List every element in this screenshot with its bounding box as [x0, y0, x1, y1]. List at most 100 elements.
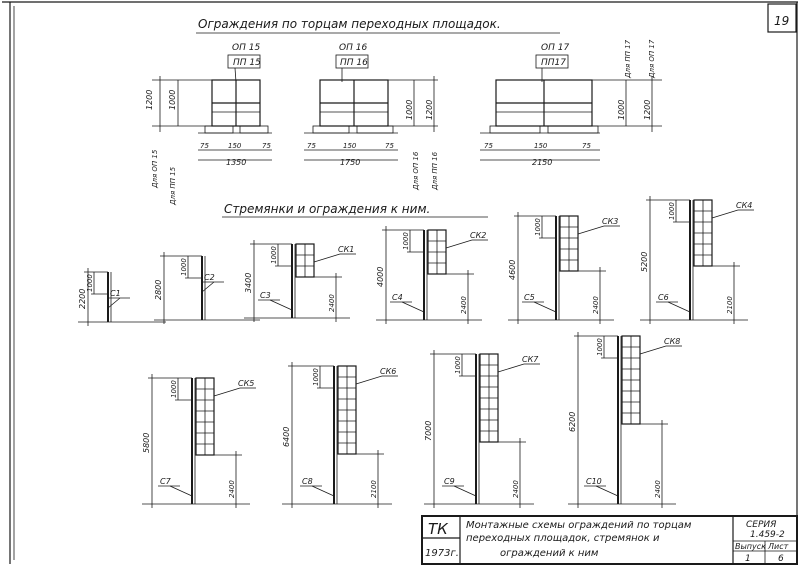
ck-leader — [497, 363, 525, 373]
dim-upper-2: 1000 — [405, 100, 414, 120]
width-1: 1350 — [226, 158, 246, 167]
c-leader — [169, 485, 193, 497]
c-leader — [201, 281, 215, 293]
ck-mark: СК3 — [602, 217, 618, 226]
top-dim: 1000 — [270, 246, 278, 264]
ck-mark: СК6 — [380, 367, 396, 376]
dim-total-3: 1200 — [643, 100, 652, 120]
for-pp-3: Для ПП 17 — [624, 39, 632, 79]
total-height: 7000 — [424, 421, 433, 441]
top-dim: 1000 — [454, 356, 462, 374]
total-height: 3400 — [244, 273, 253, 293]
c-mark: С5 — [524, 293, 535, 302]
top-dim: 1000 — [86, 274, 94, 292]
desc-line-3: ограждений к ним — [500, 548, 599, 559]
c-leader — [269, 299, 293, 311]
c-mark: С2 — [204, 273, 215, 282]
desc-line-2: переходных площадок, стремянок и — [466, 533, 660, 544]
rail-mark-1: ПП 15 — [233, 58, 261, 68]
guards-title-text: Ограждения по торцам переходных площадок… — [198, 17, 501, 31]
for-op-1: Для ОП 15 — [151, 149, 159, 189]
c-leader — [453, 485, 477, 497]
total-height: 6200 — [568, 412, 577, 432]
c-mark: С9 — [444, 477, 455, 486]
top-dim: 1000 — [596, 338, 604, 356]
seg-mid-1: 150 — [228, 142, 242, 150]
series-label: СЕРИЯ — [746, 520, 776, 530]
total-height: 5200 — [640, 252, 649, 272]
c-mark: С1 — [110, 289, 121, 298]
bottom-dim: 2400 — [328, 294, 336, 312]
desc-line-1: Монтажные схемы ограждений по торцам — [466, 520, 692, 531]
c-mark: С7 — [160, 477, 172, 486]
ck-mark: СК5 — [238, 379, 254, 388]
bottom-dim: 2400 — [228, 480, 236, 498]
year: 1973г. — [425, 548, 459, 559]
seg-mid-2: 150 — [343, 142, 357, 150]
ck-leader — [355, 375, 383, 385]
top-dim: 1000 — [312, 368, 320, 386]
ck-leader — [445, 239, 473, 249]
ck-leader — [213, 387, 241, 397]
c-leader — [667, 301, 691, 313]
dim-total-1: 1200 — [145, 90, 154, 110]
width-3: 2150 — [532, 158, 552, 167]
seg-left-2: 75 — [307, 142, 316, 150]
seg-left-3: 75 — [484, 142, 493, 150]
issue-label: Выпуск — [735, 542, 766, 551]
c-mark: С3 — [260, 291, 271, 300]
c-mark: С6 — [658, 293, 669, 302]
for-pp-1: Для ПП 15 — [169, 166, 177, 206]
total-height: 4000 — [376, 267, 385, 287]
platform-guard-1: ОП 15 ПП 15 75 150 75 1350 1200 1000 Для… — [145, 43, 272, 206]
rail-mark-3: ПП17 — [541, 58, 566, 68]
c-mark: С4 — [392, 293, 403, 302]
top-dim: 1000 — [170, 380, 178, 398]
platform-guard-3: ОП 17 ПП17 75 150 75 2150 1000 1200 Для … — [480, 39, 662, 167]
bottom-dim: 2400 — [512, 480, 520, 498]
issue-value: 1 — [745, 554, 751, 564]
seg-right-1: 75 — [262, 142, 271, 150]
ck-leader — [639, 345, 667, 355]
bottom-dim: 2100 — [726, 296, 734, 314]
c-mark: С10 — [586, 477, 602, 486]
sheet-number-box: 19 — [767, 3, 797, 33]
bottom-dim: 2100 — [370, 480, 378, 498]
seg-mid-3: 150 — [534, 142, 548, 150]
dim-upper-3: 1000 — [617, 100, 626, 120]
top-dim: 1000 — [180, 258, 188, 276]
sheet-value: 6 — [778, 554, 784, 564]
total-height: 6400 — [282, 427, 291, 447]
seg-right-3: 75 — [582, 142, 591, 150]
top-dim: 1000 — [402, 232, 410, 250]
c-leader — [401, 301, 425, 313]
org-code: ТК — [428, 520, 449, 538]
rail-mark-2: ПП 16 — [340, 58, 368, 68]
ladders-title-text: Стремянки и ограждения к ним. — [224, 202, 430, 216]
dim-upper-1: 1000 — [168, 90, 177, 110]
ck-leader — [577, 225, 605, 235]
dim-total-2: 1200 — [425, 100, 434, 120]
guard-mark-1: ОП 15 — [232, 43, 260, 53]
total-height: 2200 — [78, 289, 87, 309]
c-mark: С8 — [302, 477, 313, 486]
bottom-dim: 2400 — [592, 296, 600, 314]
seg-left-1: 75 — [200, 142, 209, 150]
width-2: 1750 — [340, 158, 360, 167]
ck-mark: СК2 — [470, 231, 486, 240]
bottom-dim: 2400 — [654, 480, 662, 498]
ladders-section-title: Стремянки и ограждения к ним. — [222, 202, 488, 218]
total-height: 4600 — [508, 260, 517, 280]
series-value: 1.459-2 — [750, 530, 785, 540]
top-dim: 1000 — [534, 218, 542, 236]
